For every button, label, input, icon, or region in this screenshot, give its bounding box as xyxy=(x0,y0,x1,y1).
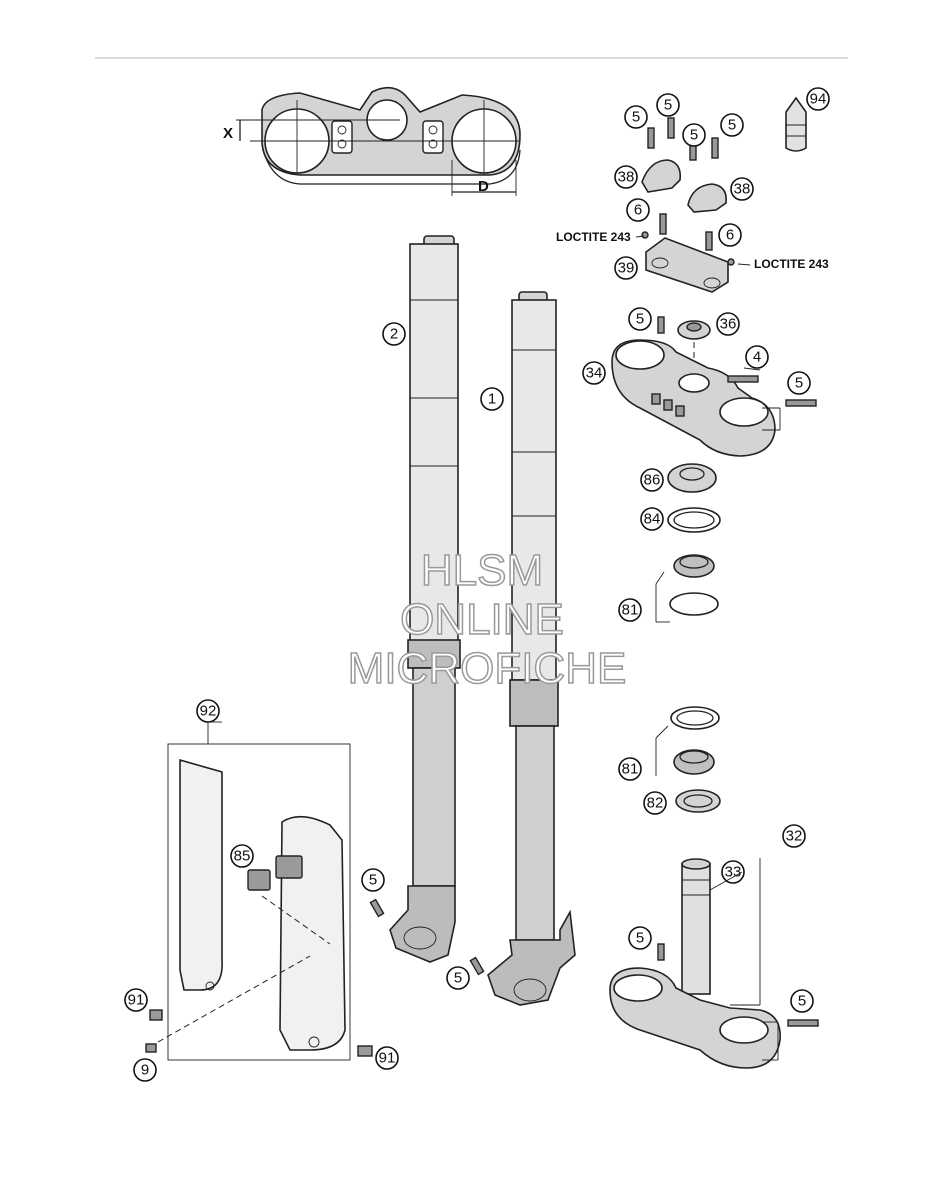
svg-text:92: 92 xyxy=(200,703,217,720)
callout-5i: 5 xyxy=(361,868,385,892)
right-column-upper-parts xyxy=(611,96,817,623)
callout-81b: 81 xyxy=(618,757,642,781)
callout-5j: 5 xyxy=(446,966,470,990)
callout-5e: 5 xyxy=(628,307,652,331)
callout-86: 86 xyxy=(640,468,664,492)
svg-text:34: 34 xyxy=(586,365,603,382)
callout-5d: 5 xyxy=(720,113,744,137)
callout-91a: 91 xyxy=(124,988,148,1012)
svg-text:5: 5 xyxy=(632,109,640,126)
svg-text:5: 5 xyxy=(690,127,698,144)
callout-81a: 81 xyxy=(618,598,642,622)
svg-text:5: 5 xyxy=(636,311,644,328)
fork-guard-set xyxy=(145,722,373,1061)
callout-1: 1 xyxy=(480,387,504,411)
callout-5f: 5 xyxy=(787,371,811,395)
svg-text:5: 5 xyxy=(636,930,644,947)
callout-5b: 5 xyxy=(656,93,680,117)
svg-text:85: 85 xyxy=(234,848,251,865)
callout-5a: 5 xyxy=(624,105,648,129)
fork-leg-right xyxy=(487,291,576,1006)
svg-text:5: 5 xyxy=(795,375,803,392)
svg-text:86: 86 xyxy=(644,472,661,489)
callout-2: 2 xyxy=(382,322,406,346)
callout-34: 34 xyxy=(582,361,606,385)
svg-text:1: 1 xyxy=(488,391,496,408)
svg-text:36: 36 xyxy=(720,316,737,333)
callout-82: 82 xyxy=(643,791,667,815)
svg-text:94: 94 xyxy=(810,91,827,108)
svg-text:38: 38 xyxy=(618,169,635,186)
callout-5g: 5 xyxy=(628,926,652,950)
watermark-line-3: MICROFICHE xyxy=(348,644,627,693)
callout-84: 84 xyxy=(640,507,664,531)
svg-text:38: 38 xyxy=(734,181,751,198)
svg-text:5: 5 xyxy=(454,970,462,987)
callout-32: 32 xyxy=(782,824,806,848)
callout-91b: 91 xyxy=(375,1046,399,1070)
dimension-x-label: X xyxy=(223,125,233,142)
loctite-label-right: LOCTITE 243 xyxy=(754,257,829,271)
callout-5h: 5 xyxy=(790,989,814,1013)
svg-text:91: 91 xyxy=(379,1050,396,1067)
callout-5c: 5 xyxy=(682,123,706,147)
svg-text:5: 5 xyxy=(798,993,806,1010)
svg-text:6: 6 xyxy=(726,227,734,244)
callout-33: 33 xyxy=(721,860,745,884)
right-column-lower-parts xyxy=(609,706,819,1069)
callout-6b: 6 xyxy=(718,223,742,247)
svg-text:5: 5 xyxy=(664,97,672,114)
svg-text:82: 82 xyxy=(647,795,664,812)
svg-text:6: 6 xyxy=(634,202,642,219)
svg-text:5: 5 xyxy=(728,117,736,134)
svg-text:2: 2 xyxy=(390,326,398,343)
svg-text:5: 5 xyxy=(369,872,377,889)
watermark-line-1: HLSM xyxy=(421,546,543,595)
svg-text:84: 84 xyxy=(644,511,661,528)
svg-text:81: 81 xyxy=(622,761,639,778)
svg-text:32: 32 xyxy=(786,828,803,845)
watermark: HLSM ONLINE MICROFICHE xyxy=(347,545,627,694)
svg-text:9: 9 xyxy=(141,1062,149,1079)
fork-leg-left xyxy=(389,235,461,963)
callout-36: 36 xyxy=(716,312,740,336)
svg-text:81: 81 xyxy=(622,602,639,619)
callout-39: 39 xyxy=(614,256,638,280)
svg-text:39: 39 xyxy=(618,260,635,277)
callout-6a: 6 xyxy=(626,198,650,222)
watermark-line-2: ONLINE xyxy=(400,595,564,644)
callout-4: 4 xyxy=(745,345,769,369)
callout-85: 85 xyxy=(230,844,254,868)
svg-text:33: 33 xyxy=(725,864,742,881)
svg-text:4: 4 xyxy=(753,349,761,366)
loctite-label-left: LOCTITE 243 xyxy=(556,230,631,244)
callout-94: 94 xyxy=(806,87,830,111)
dimension-d-label: D xyxy=(478,178,489,195)
callout-92: 92 xyxy=(196,699,220,723)
upper-triple-clamp-dimension-view: X D xyxy=(223,86,521,196)
callout-38b: 38 xyxy=(730,177,754,201)
svg-text:91: 91 xyxy=(128,992,145,1009)
callout-9: 9 xyxy=(133,1058,157,1082)
callout-38a: 38 xyxy=(614,165,638,189)
